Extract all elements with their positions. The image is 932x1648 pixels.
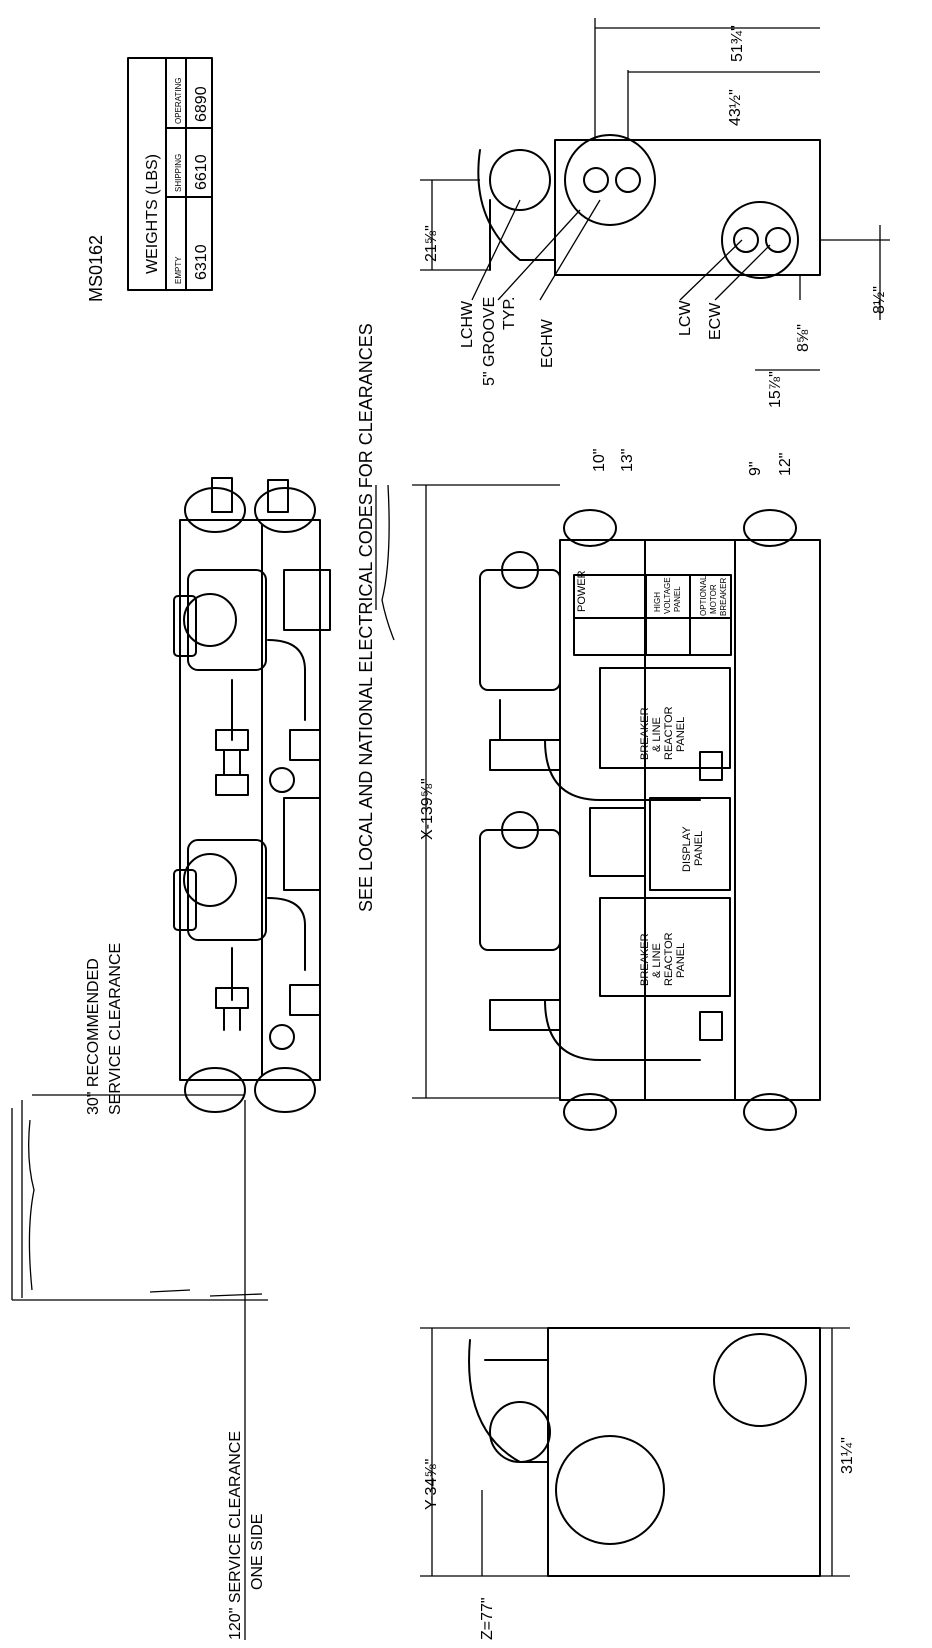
typ-label: TYP. — [501, 297, 518, 331]
panel-display-1: DISPLAY — [681, 826, 693, 872]
weights-title: WEIGHTS (LBS) — [144, 154, 161, 274]
side-view: POWER HIGH VOLTAGE PANEL OPTIONAL MOTOR … — [412, 449, 821, 1131]
one-side-clearance-label-2: ONE SIDE — [249, 1514, 266, 1590]
end-view-bottom: Y-34⅝" Z=77" 31¼" — [420, 1327, 856, 1640]
panel-high-voltage-1: HIGH — [653, 592, 662, 612]
weights-value-shipping: 6610 — [193, 154, 210, 190]
dim-y-label: Y-34⅝" — [423, 1459, 440, 1510]
dim-15-label: 15⅞" — [767, 371, 784, 408]
panel-breaker-1-2: & LINE — [651, 717, 663, 752]
panel-breaker-1-3: REACTOR — [663, 706, 675, 760]
note-leader — [375, 484, 395, 641]
panel-breaker-2-4: PANEL — [675, 943, 687, 978]
service-clearance-zone: 30" RECOMMENDED SERVICE CLEARANCE 120" S… — [11, 943, 268, 1640]
weights-header-empty: EMPTY — [174, 256, 183, 284]
dim-8a-label: 8½" — [871, 286, 888, 314]
dim-21-label: 21⅝" — [423, 225, 440, 262]
echw-label: ECHW — [539, 318, 556, 368]
dim-43-label: 43½" — [727, 89, 744, 126]
document-id: MS0162 — [86, 235, 106, 302]
dim-z-label: Z=77" — [479, 1597, 496, 1640]
panel-breaker-2-2: & LINE — [651, 943, 663, 978]
weights-header-operating: OPERATING — [174, 77, 183, 124]
clearance-note: SEE LOCAL AND NATIONAL ELECTRICAL CODES … — [356, 323, 376, 912]
dim-10-label: 10" — [591, 449, 608, 472]
dim-x-label: X-139⅝" — [419, 778, 436, 840]
dim-8b-label: 8⅝" — [795, 324, 812, 352]
panel-power-label: POWER — [576, 570, 588, 612]
end-view-right: 51¾" 43½" 21⅝" 8½" 8⅝" 15⅞" LCHW 5" GROO… — [420, 18, 890, 408]
weights-header-shipping: SHIPPING — [174, 154, 183, 192]
dim-9-label: 9" — [747, 461, 764, 476]
recommended-clearance-label-2: SERVICE CLEARANCE — [107, 943, 124, 1115]
panel-breaker-1-1: BREAKER — [639, 707, 651, 760]
panel-high-voltage-3: PANEL — [673, 586, 682, 612]
dim-31-label: 31¼" — [839, 1437, 856, 1474]
recommended-clearance-label: 30" RECOMMENDED — [85, 958, 102, 1115]
groove-label: 5" GROOVE — [481, 297, 498, 386]
weights-value-empty: 6310 — [193, 244, 210, 280]
panel-optional-breaker-2: MOTOR — [709, 584, 718, 614]
panel-display-2: PANEL — [693, 831, 705, 866]
one-side-clearance-label: 120" SERVICE CLEARANCE — [227, 1431, 244, 1640]
ecw-label: ECW — [707, 302, 724, 340]
weights-table: WEIGHTS (LBS) EMPTY SHIPPING OPERATING 6… — [127, 57, 213, 291]
lcw-label: LCW — [677, 300, 694, 336]
dim-51-label: 51¾" — [729, 25, 746, 62]
panel-high-voltage-2: VOLTAGE — [663, 577, 672, 614]
weights-value-operating: 6890 — [193, 86, 210, 122]
panel-breaker-2-3: REACTOR — [663, 932, 675, 986]
panel-breaker-2-1: BREAKER — [639, 933, 651, 986]
lchw-label: LCHW — [459, 300, 476, 348]
panel-breaker-1-4: PANEL — [675, 717, 687, 752]
panel-optional-breaker-1: OPTIONAL — [699, 575, 708, 616]
dim-13-label: 13" — [619, 449, 636, 472]
panel-optional-breaker-3: BREAKER — [719, 578, 728, 616]
top-view — [173, 477, 331, 1113]
dim-12-label: 12" — [777, 453, 794, 476]
